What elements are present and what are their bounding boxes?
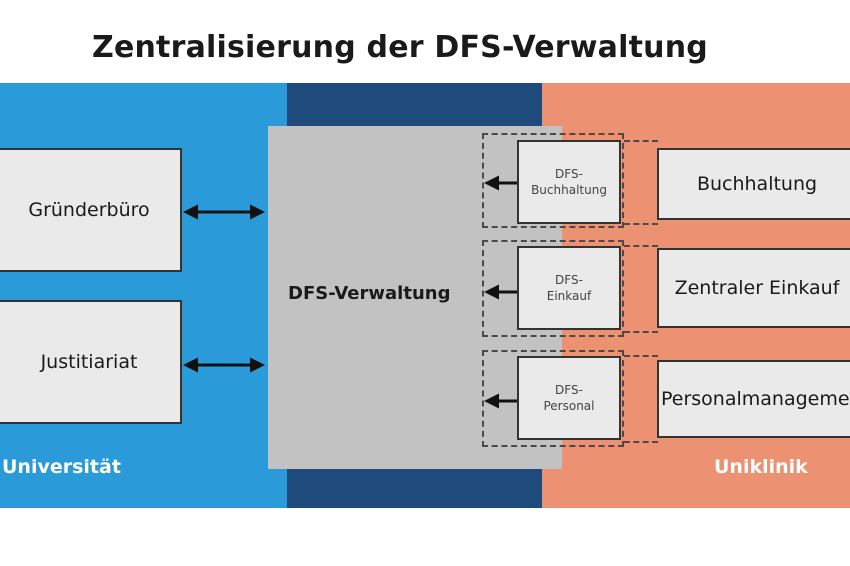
zentraler-einkauf-box: Zentraler Einkauf <box>657 248 850 328</box>
dfs-verwaltung-label: DFS-Verwaltung <box>288 283 451 304</box>
personalmanagement-box: Personalmanagement <box>657 360 850 438</box>
dfs-buchhaltung-box: DFS- Buchhaltung <box>517 140 621 224</box>
gruenderbuero-box: Gründerbüro <box>0 148 182 272</box>
justitiariat-box: Justitiariat <box>0 300 182 424</box>
dfs-personal-dashed-frame <box>482 350 624 447</box>
universitaet-label: Universität <box>2 456 121 478</box>
universitaet-band <box>0 83 287 508</box>
einkauf-dashed-connector <box>624 245 658 333</box>
dfs-buchhaltung-dashed-frame <box>482 133 624 228</box>
uniklinik-label: Uniklinik <box>714 456 808 478</box>
diagram-title: Zentralisierung der DFS-Verwaltung <box>92 30 708 65</box>
personal-dashed-connector <box>624 355 658 443</box>
buchhaltung-box: Buchhaltung <box>657 148 850 220</box>
dfs-einkauf-box: DFS- Einkauf <box>517 246 621 330</box>
buchhaltung-dashed-connector <box>624 140 658 225</box>
dfs-einkauf-dashed-frame <box>482 240 624 337</box>
dfs-personal-box: DFS- Personal <box>517 356 621 440</box>
